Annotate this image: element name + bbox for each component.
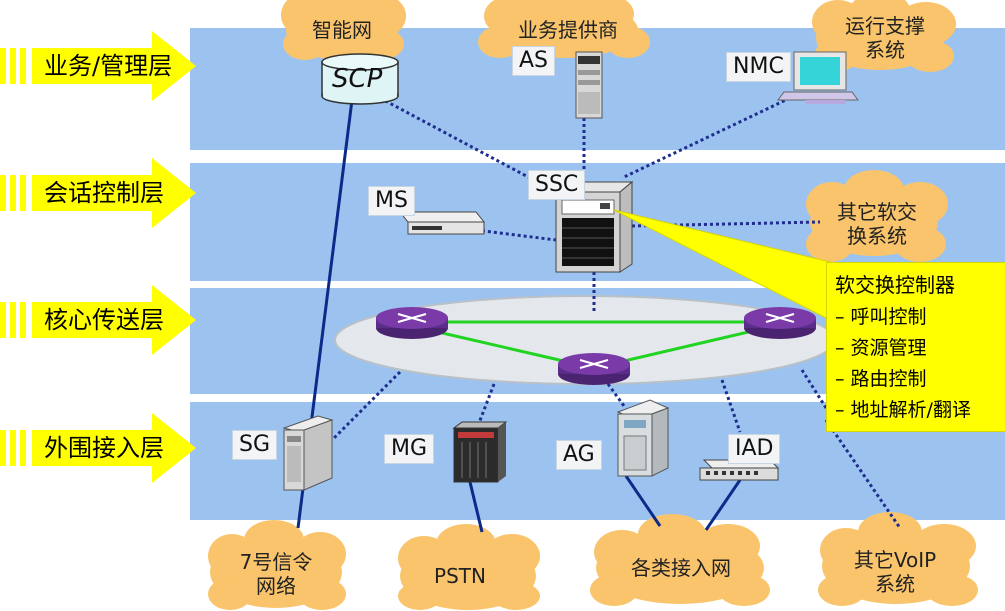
- cloud-label-line: 运行支撑: [845, 14, 925, 38]
- arrow-shape: [0, 158, 196, 228]
- sg-label: SG: [232, 430, 278, 460]
- softswitch-callout: 软交换控制器 – 呼叫控制 – 资源管理 – 路由控制 – 地址解析/翻译: [826, 262, 1005, 432]
- layer-label-service: 业务/管理层: [44, 52, 173, 80]
- nmc-computer-icon: [777, 51, 859, 104]
- cloud-label-line: 其它软交: [837, 200, 917, 224]
- ssc-label: SSC: [528, 170, 586, 200]
- mg-label: MG: [384, 434, 435, 464]
- arrow-shape: [0, 285, 196, 355]
- cloud-pstn: [398, 524, 540, 610]
- mg-gateway-icon: [452, 421, 508, 483]
- cloud-label-line: 其它VoIP: [853, 548, 937, 572]
- ssc-softswitch-icon: [554, 180, 634, 273]
- layer-arrow-session: 会话控制层: [0, 156, 200, 230]
- cloud-label-other-softswitch: 其它软交 换系统: [822, 200, 932, 248]
- scp-label: SCP: [332, 64, 383, 94]
- sg-gateway-icon: [282, 415, 334, 491]
- arrow-shape: [0, 31, 196, 101]
- callout-item: – 地址解析/翻译: [835, 399, 971, 421]
- cloud-access-networks: [590, 514, 770, 606]
- scp-database-icon: [321, 53, 399, 105]
- cloud-label-pstn: PSTN: [434, 564, 486, 588]
- cloud-label-other-voip: 其它VoIP 系统: [840, 548, 950, 596]
- router-icon: [744, 307, 816, 339]
- cloud-label-line: 7号信令: [239, 550, 313, 574]
- ms-media-server-icon: [398, 211, 486, 235]
- layer-arrow-service: 业务/管理层: [0, 29, 200, 103]
- layer-arrow-core: 核心传送层: [0, 283, 200, 357]
- cloud-other-voip: [818, 512, 978, 606]
- cloud-label-ops-support: 运行支撑 系统: [830, 14, 940, 62]
- cloud-ops-support: [812, 0, 956, 72]
- as-label: AS: [512, 46, 556, 76]
- callout-item: – 路由控制: [835, 368, 927, 390]
- cloud-signaling-net: [208, 520, 346, 610]
- router-icon: [558, 353, 630, 385]
- cloud-intelligent-network: [281, 0, 406, 60]
- layer-arrow-access: 外围接入层: [0, 411, 200, 485]
- layer-label-access: 外围接入层: [44, 434, 164, 462]
- nmc-label: NMC: [726, 52, 791, 82]
- arrow-shape: [0, 413, 196, 483]
- cloud-label-access-networks: 各类接入网: [631, 556, 731, 580]
- ag-label: AG: [556, 440, 602, 470]
- callout-title: 软交换控制器: [835, 273, 955, 297]
- cloud-label-line: 网络: [256, 574, 296, 598]
- ag-access-gateway-icon: [616, 399, 670, 477]
- callout-item: – 资源管理: [835, 337, 927, 359]
- as-server-icon: [575, 51, 603, 119]
- callout-item: – 呼叫控制: [835, 306, 927, 328]
- cloud-label-intelligent-network: 智能网: [312, 18, 372, 42]
- cloud-label-line: 换系统: [847, 224, 907, 248]
- cloud-other-softswitch: [806, 170, 948, 262]
- cloud-service-provider: [478, 0, 650, 58]
- layer-label-session: 会话控制层: [44, 179, 164, 207]
- cloud-label-signaling-net: 7号信令 网络: [226, 550, 326, 598]
- layer-label-core: 核心传送层: [44, 306, 164, 334]
- ms-label: MS: [368, 186, 415, 216]
- cloud-label-service-provider: 业务提供商: [518, 18, 618, 42]
- cloud-label-line: 系统: [875, 572, 915, 596]
- cloud-label-line: 系统: [865, 38, 905, 62]
- iad-label: IAD: [728, 434, 781, 464]
- router-icon: [376, 307, 448, 339]
